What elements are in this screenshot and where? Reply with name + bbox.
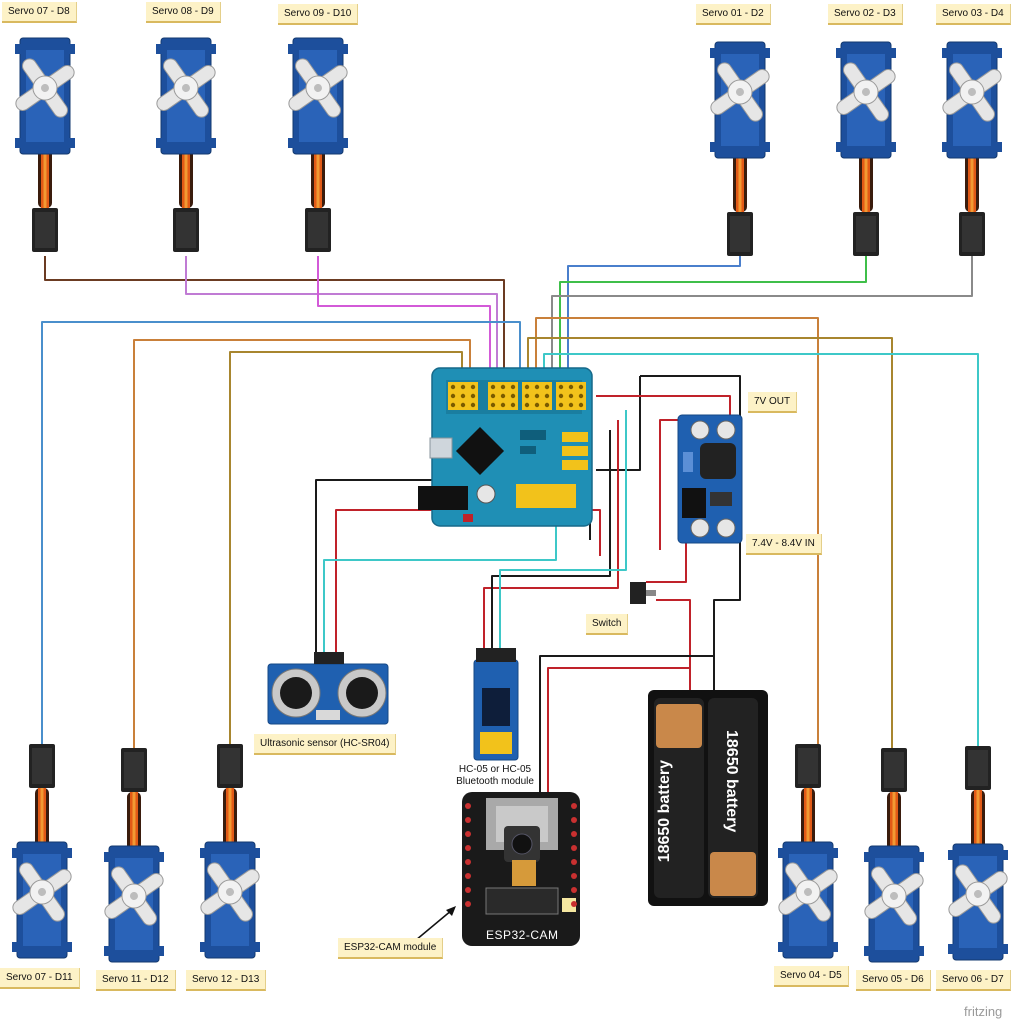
ultrasonic-label: Ultrasonic sensor (HC-SR04) [254,734,397,755]
signal-wire [535,317,819,748]
signal-wire [41,321,521,748]
power-wire [491,430,611,648]
switch-label: Switch [586,614,629,635]
power-wire [656,599,691,690]
servo-label: Servo 07 - D8 [2,2,77,23]
power-switch [630,582,656,604]
signal-wire [551,256,973,395]
signal-wire [527,337,893,748]
servo-motor [182,744,278,959]
servo-label: Servo 03 - D4 [936,4,1011,25]
servo-motor [270,37,366,252]
servo-motor [930,746,1024,961]
power-wire [499,410,627,648]
signal-wire [44,256,505,395]
bluetooth-label-line1: HC-05 or HC-05 [458,764,532,775]
bluetooth-module [473,648,519,761]
power-wire [323,500,557,652]
servo-motor [818,41,914,256]
power-wire [483,420,619,648]
servo-motor [0,37,93,252]
esp32-cam-board [462,792,580,946]
power-wire [547,667,690,800]
output-voltage-label: 7V OUT [748,392,798,413]
signal-wire [559,256,867,395]
servo-label: Servo 11 - D12 [96,970,176,991]
bluetooth-label-line2: Bluetooth module [456,776,534,787]
power-wire [335,509,601,652]
power-wire [713,540,741,690]
servo-label: Servo 05 - D6 [856,970,931,991]
servo-motor [760,744,856,959]
battery-holder [648,690,768,906]
servo-label: Servo 06 - D7 [936,970,1011,991]
servo-label: Servo 09 - D10 [278,4,359,25]
battery-label-1: 18650 battery [656,760,673,863]
servo-label: Servo 12 - D13 [186,970,267,991]
signal-wire [317,256,491,395]
servo-motor [86,748,182,963]
servo-label: Servo 08 - D9 [146,2,221,23]
power-wire [646,540,687,583]
buck-converter [677,414,743,544]
power-wire [659,419,678,550]
power-wire [539,655,714,800]
input-voltage-label: 7.4V - 8.4V IN [746,534,822,555]
servo-label: Servo 01 - D2 [696,4,771,25]
bluetooth-label: HC-05 or HC-05 Bluetooth module [440,764,550,788]
battery-label-2: 18650 battery [723,730,740,833]
esp32-chip-text: ESP32-CAM [486,928,559,942]
signal-wire [185,256,498,395]
servo-motor [924,41,1020,256]
signal-wire [567,256,741,395]
servo-motor [846,748,942,963]
servo-label: Servo 02 - D3 [828,4,903,25]
servo-motor [692,41,788,256]
servo-motor [0,744,90,959]
fritzing-logo: fritzing [964,1004,1003,1019]
servo-motor [138,37,234,252]
servo-label: Servo 07 - D11 [0,968,80,989]
controller-board [418,367,593,527]
esp32-label: ESP32-CAM module [338,938,444,959]
ultrasonic-sensor [267,652,389,725]
servo-label: Servo 04 - D5 [774,966,849,987]
power-wire [640,375,741,420]
power-wire [596,395,731,420]
